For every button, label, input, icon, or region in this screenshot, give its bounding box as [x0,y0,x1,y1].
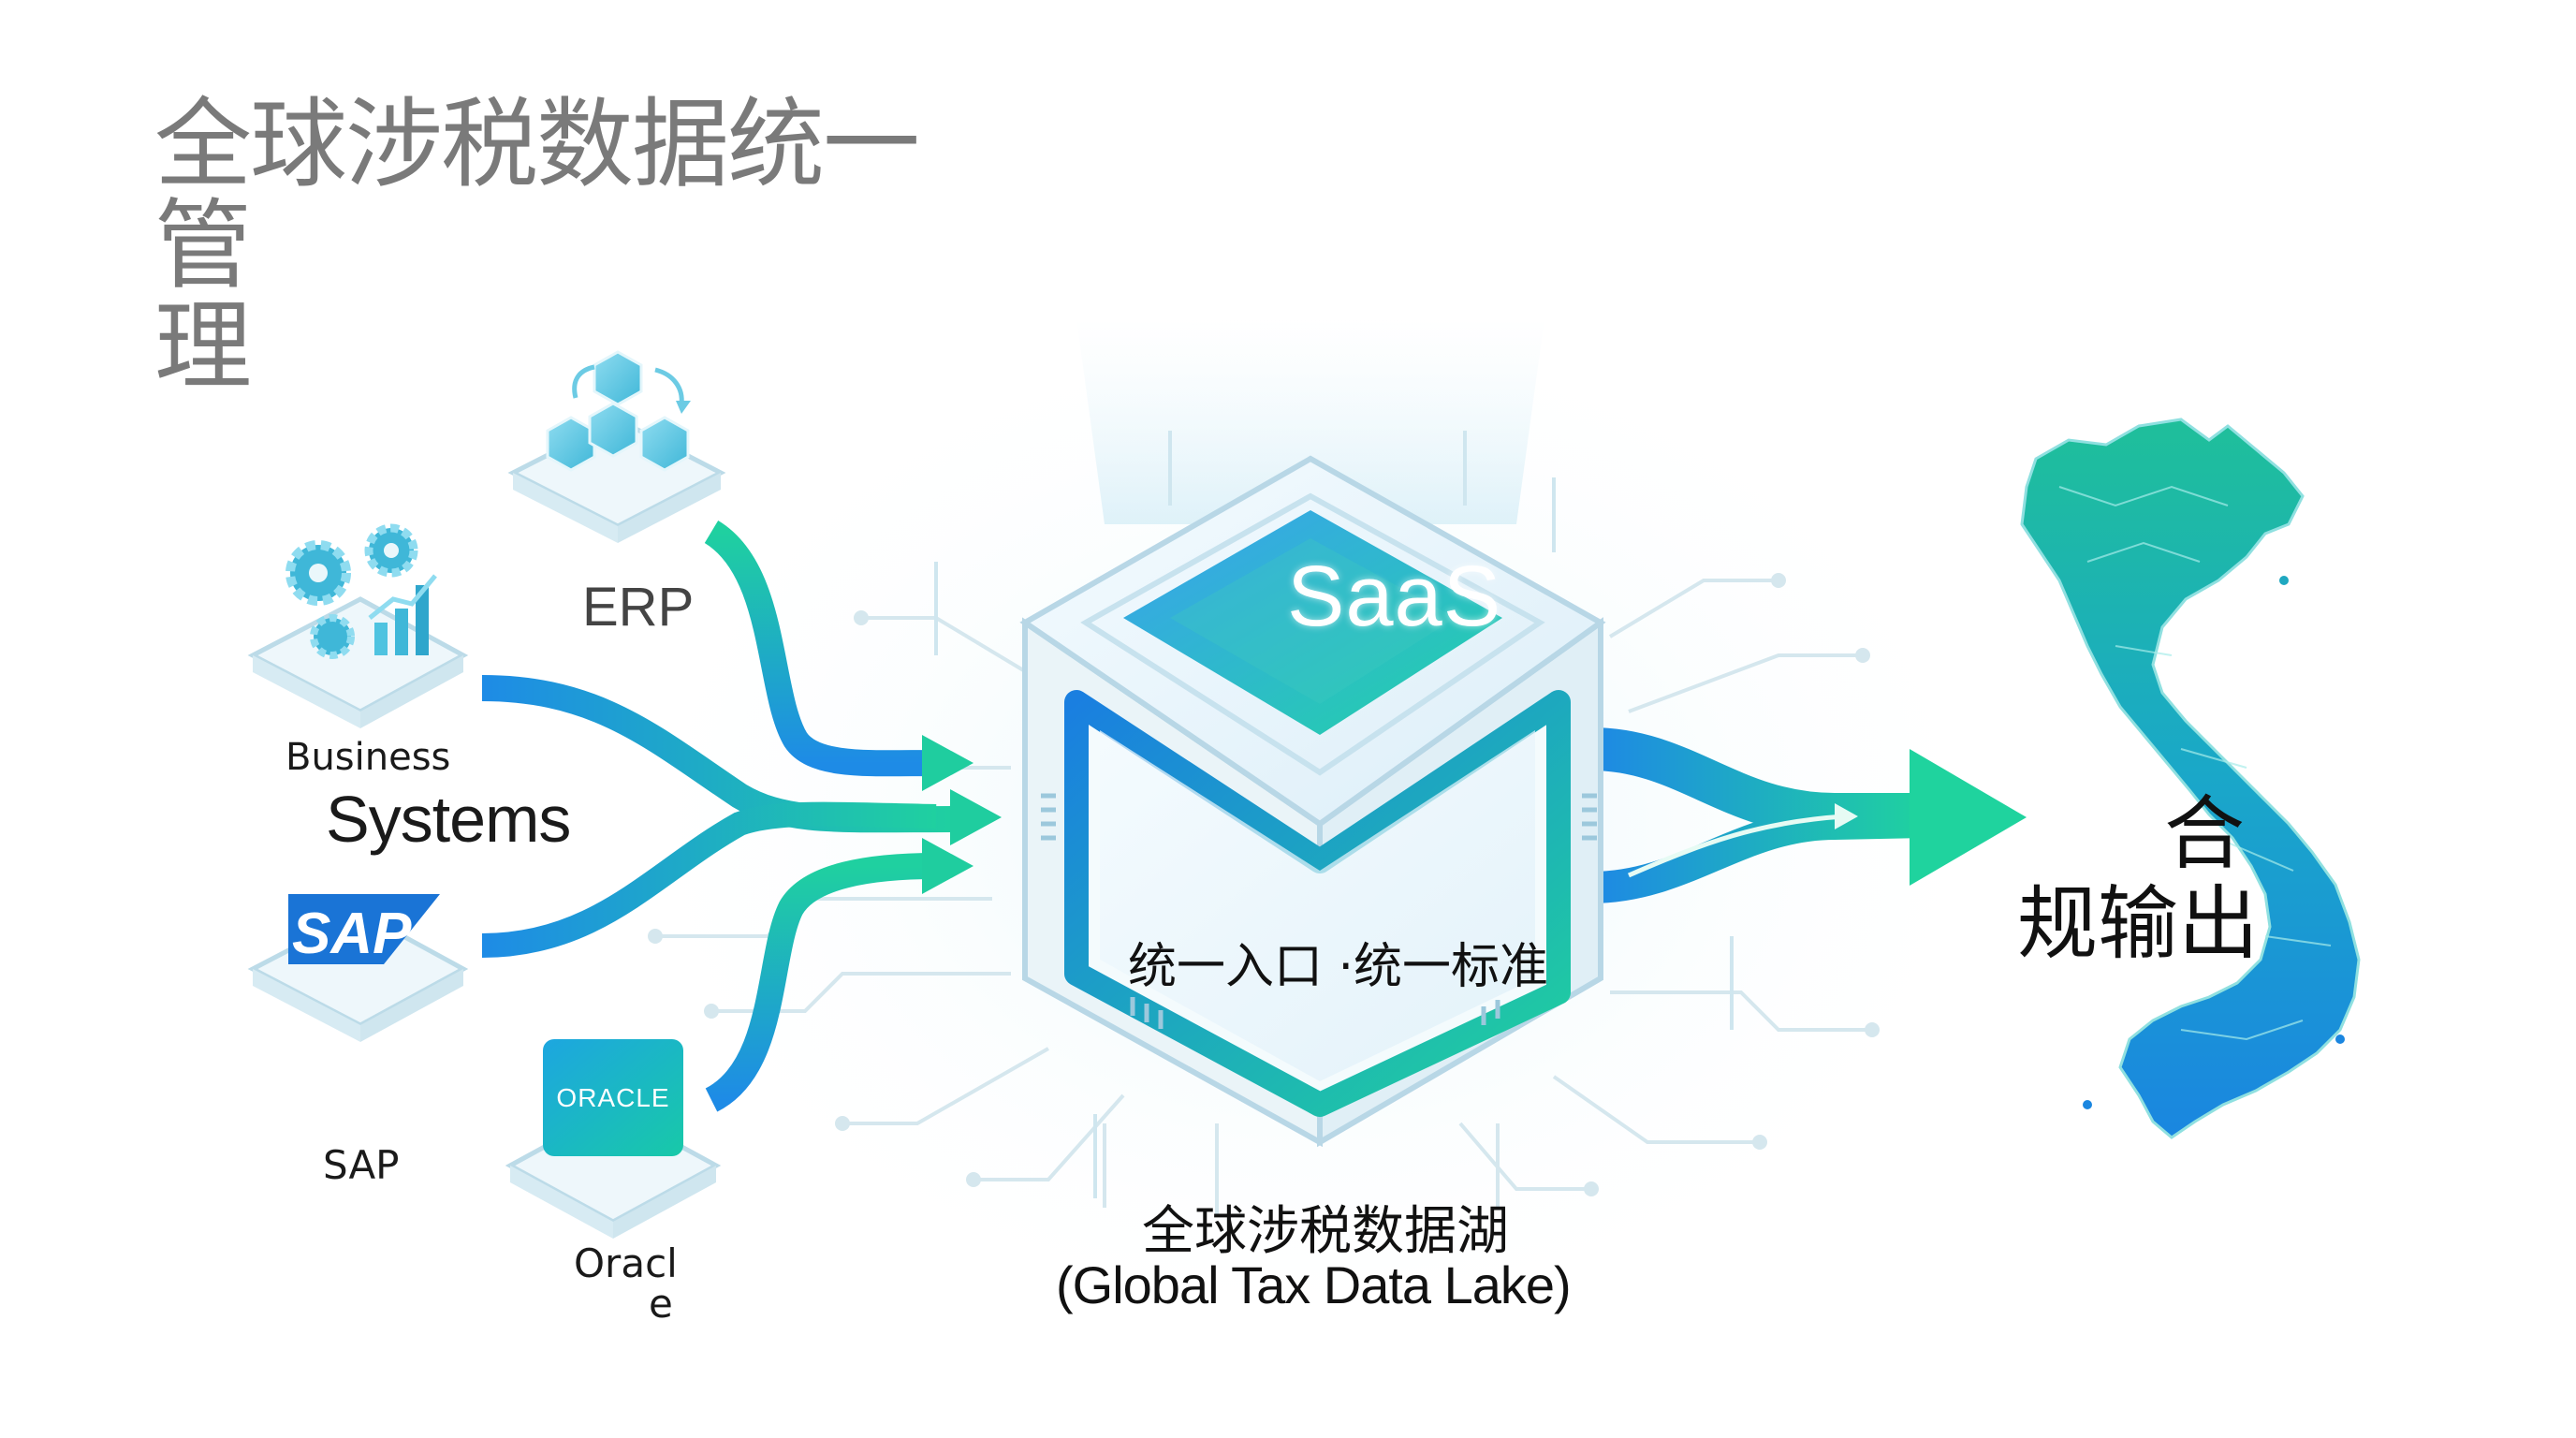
flow-oracle [704,853,937,1112]
oracle-logo-text: ORACLE [556,1083,669,1112]
sap-logo-badge [288,894,440,964]
page-title: 全球涉税数据统一管 理 [154,94,997,397]
output-arrowhead [1910,749,2027,886]
compliance-output-line-2: 规输出 [2017,877,2259,971]
compliance-output-line-1: 合 [2164,787,2245,881]
sap-logo-text: SAP [292,902,412,966]
page-title-line-1: 全球涉税数据统一管 [154,87,920,302]
page-title-line-2: 理 [154,289,252,404]
business-label-line-2: Systems [326,783,571,856]
output-flows [1590,727,2027,903]
data-lake-label-en: (Global Tax Data Lake) [1056,1255,1572,1314]
business-label-line-1: Business [285,736,451,779]
light-beam [1076,318,1544,524]
data-lake-label-cn: 全球涉税数据湖 [1142,1201,1509,1262]
erp-icon [507,350,726,543]
saas-cube [1019,455,1606,1148]
sap-icon: SAP [247,894,469,1042]
oracle-icon: ORACLE [505,1039,722,1239]
oracle-label-line-2: e [649,1281,673,1327]
flow-sap [481,801,937,958]
input-arrowheads [922,735,1002,894]
saas-label: SaaS [1287,549,1502,644]
erp-label: ERP [582,577,695,638]
hub-tagline: 统一入口 ·统一标准 [1128,939,1549,995]
circuit-nodes [648,573,1880,1196]
oracle-logo-tile [543,1039,683,1156]
input-flows [481,521,956,1112]
saas-panel [1123,510,1502,735]
oracle-label-line-1: Oracl [574,1240,678,1286]
flow-erp [704,521,937,777]
beam-streaks [934,431,1734,1198]
vietnam-map-icon [2020,418,2361,1139]
sap-label: SAP [323,1142,400,1188]
business-systems-icon [247,523,469,728]
